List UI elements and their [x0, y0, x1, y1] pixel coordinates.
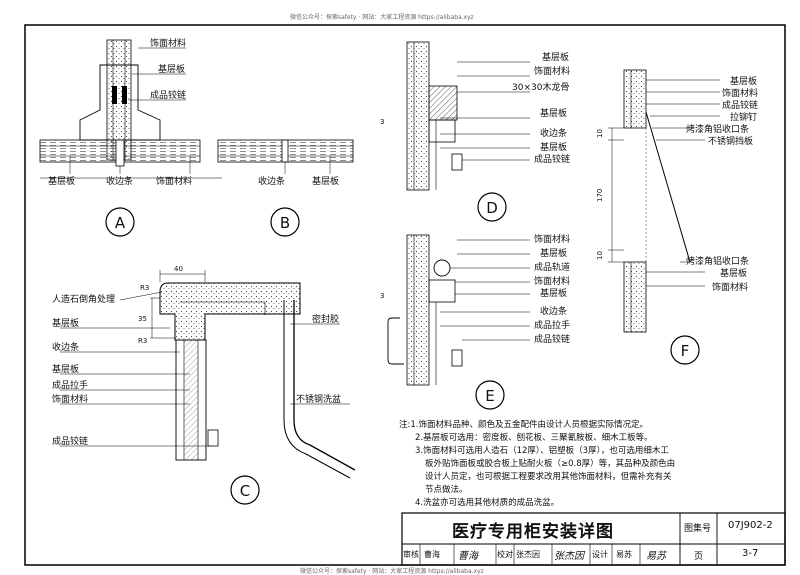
- label-f-steel-plate: 不锈钢挡板: [708, 135, 753, 147]
- dim-f-bottom: 10: [596, 251, 604, 260]
- note-line-1: 注:1.饰面材料品种、颜色及五金配件由设计人员根据实际情况定。: [399, 420, 648, 430]
- label-e-facing: 饰面材料: [534, 275, 570, 287]
- reviewer-name: 曹海: [424, 550, 440, 559]
- label-a-base-board-top: 基层板: [158, 63, 185, 75]
- label-f-hinge: 成品铰链: [722, 99, 758, 111]
- label-f-base-board-top: 基层板: [730, 75, 757, 87]
- label-c-base-board: 基层板: [52, 317, 79, 329]
- detail-f-id: F: [681, 342, 690, 360]
- label-d-hinge: 成品铰链: [534, 153, 570, 165]
- designer-name: 易苏: [616, 550, 632, 559]
- label-c-sealant: 密封胶: [312, 313, 339, 325]
- label-e-edge-strip: 收边条: [540, 305, 567, 317]
- detail-a: 饰面材料 基层板 成品铰链 基层板 收边条 饰面材料 A: [39, 37, 222, 237]
- label-c-handle: 成品拉手: [52, 379, 88, 391]
- dim-e-gap: 3: [380, 292, 384, 300]
- review-label: 审核: [403, 550, 419, 559]
- label-d-facing: 饰面材料: [534, 65, 570, 77]
- label-a-base-board: 基层板: [48, 175, 75, 187]
- dim-f-top: 10: [596, 129, 604, 138]
- label-d-base-board-2: 基层板: [540, 141, 567, 153]
- label-e-track: 成品轨道: [534, 261, 570, 273]
- detail-e-marker: [475, 380, 505, 410]
- detail-a-id: A: [115, 214, 126, 232]
- page-number: 3-7: [742, 548, 759, 559]
- note-line-6: 节点做法。: [425, 485, 468, 495]
- title-block: [401, 512, 786, 566]
- label-b-base-board: 基层板: [312, 175, 339, 187]
- atlas-label: 图集号: [684, 524, 712, 534]
- detail-f: 基层板 饰面材料 成品铰链 拉铆钉 烤漆角铝收口条 不锈钢挡板 烤漆角铝收口条 …: [596, 69, 758, 365]
- watermark-top: 微信公众号：探索safety · 网站：大家工程资源 https://aliba…: [290, 14, 474, 21]
- detail-a-marker: [105, 207, 135, 237]
- detail-b: 收边条 基层板 B: [217, 139, 354, 237]
- label-a-edge-strip: 收边条: [106, 175, 133, 187]
- label-d-keel: 30×30木龙骨: [512, 81, 569, 93]
- check-label: 校对: [497, 550, 513, 559]
- label-d-edge-strip: 收边条: [540, 127, 567, 139]
- detail-e: 饰面材料 基层板 成品轨道 饰面材料 基层板 收边条 成品拉手 成品铰链 3 E: [380, 233, 570, 410]
- label-e-facing-top: 饰面材料: [534, 233, 570, 245]
- detail-b-marker: [270, 207, 300, 237]
- detail-f-marker: [670, 335, 700, 365]
- general-notes: 注:1.饰面材料品种、颜色及五金配件由设计人员根据实际情况定。 2.基层板可选用…: [399, 419, 729, 510]
- label-e-hinge: 成品铰链: [534, 333, 570, 345]
- reviewer-signature: 曹海: [458, 551, 478, 562]
- note-line-3: 3.饰面材料可选用人造石（12厚）、铝塑板（3厚），也可选用细木工: [415, 446, 669, 456]
- note-line-4: 板外贴饰面板或胶合板上贴耐火板（≥0.8厚）等，其品种及颜色由: [425, 459, 676, 469]
- label-c-base-board-2: 基层板: [52, 363, 79, 375]
- detail-d-id: D: [486, 199, 498, 217]
- drawing-title: 医疗专用柜安装详图: [452, 522, 614, 542]
- detail-d: 基层板 饰面材料 30×30木龙骨 基层板 收边条 基层板 成品铰链 3 D: [380, 41, 570, 222]
- label-d-base-board: 基层板: [540, 107, 567, 119]
- label-f-facing-top: 饰面材料: [722, 87, 758, 99]
- label-b-edge-strip: 收边条: [258, 175, 285, 187]
- label-c-stone-chamfer: 人造石倒角处理: [52, 293, 115, 305]
- detail-c-id: C: [240, 482, 250, 500]
- label-f-facing: 饰面材料: [712, 281, 748, 293]
- label-f-trim-top: 烤漆角铝收口条: [686, 123, 749, 135]
- dim-c-height: 35: [138, 315, 147, 323]
- label-c-facing: 饰面材料: [52, 393, 88, 405]
- label-c-edge-strip: 收边条: [52, 341, 79, 353]
- page-label: 页: [694, 552, 704, 562]
- dim-c-radius-top: R3: [140, 284, 149, 292]
- label-f-base-board: 基层板: [720, 267, 747, 279]
- checker-signature: 张杰因: [554, 551, 584, 562]
- note-line-7: 4.洗盆亦可选用其他材质的成品洗盆。: [415, 498, 560, 508]
- design-label: 设计: [592, 550, 608, 559]
- detail-b-id: B: [280, 214, 290, 232]
- label-c-sink: 不锈钢洗盆: [296, 393, 341, 405]
- designer-signature: 易苏: [646, 551, 666, 562]
- checker-name: 张杰因: [516, 550, 540, 559]
- detail-e-id: E: [485, 387, 494, 405]
- dim-f-height: 170: [596, 189, 604, 202]
- atlas-number: 07J902-2: [728, 520, 773, 531]
- dim-c-radius-bottom: R3: [138, 337, 147, 345]
- detail-d-marker: [477, 192, 507, 222]
- label-c-hinge: 成品铰链: [52, 435, 88, 447]
- label-f-rivet: 拉铆钉: [730, 111, 757, 123]
- note-line-2: 2.基层板可选用：密度板、刨花板、三聚氰胺板、细木工板等。: [415, 433, 653, 443]
- label-e-handle: 成品拉手: [534, 319, 570, 331]
- label-e-base-board-top: 基层板: [540, 247, 567, 259]
- label-d-base-board-top: 基层板: [542, 51, 569, 63]
- label-e-base-board: 基层板: [540, 287, 567, 299]
- label-a-facing: 饰面材料: [156, 175, 192, 187]
- label-a-hinge: 成品铰链: [150, 89, 186, 101]
- detail-c-marker: [230, 475, 260, 505]
- dim-c-width: 40: [174, 265, 183, 273]
- note-line-5: 设计人员定，也可根据工程要求改用其他饰面材料，但需补充有关: [425, 472, 672, 482]
- watermark-bottom: 微信公众号：探索safety · 网站：大家工程资源 https://aliba…: [300, 568, 484, 575]
- label-a-facing-top: 饰面材料: [150, 37, 186, 49]
- dim-d-gap: 3: [380, 118, 384, 126]
- detail-c: 人造石倒角处理 基层板 收边条 基层板 成品拉手 饰面材料 成品铰链 密封胶 不…: [52, 265, 356, 505]
- label-f-trim-bottom: 烤漆角铝收口条: [686, 255, 749, 267]
